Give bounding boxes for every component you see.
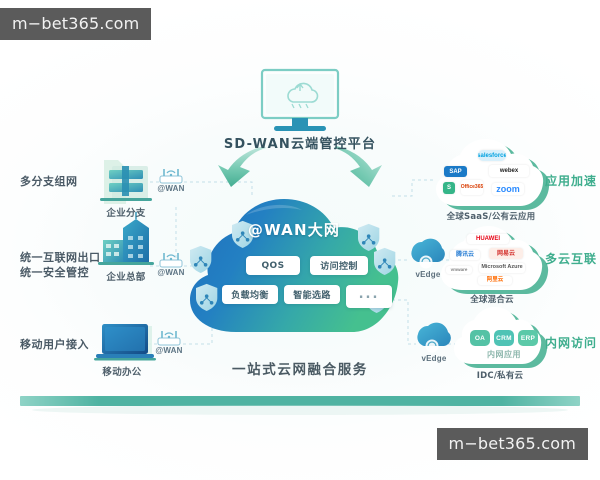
headquarters-building-icon (98, 212, 154, 265)
node-caption-mobile-office: 移动办公 (102, 367, 142, 378)
watermark-bottom-right: m−bet365.com (436, 428, 588, 460)
vedge-node-icon-1 (411, 238, 445, 269)
logo-webex: webex (489, 165, 529, 177)
platform-base-bar (20, 396, 580, 415)
app-badge-crm: CRM (494, 330, 514, 346)
node-caption-branch: 企业分支 (106, 208, 146, 219)
app-badge-erp: ERP (518, 330, 538, 346)
logo-office365: Office365 (461, 180, 483, 195)
cloud-caption-saas: 全球SaaS/公有云应用 (446, 212, 536, 222)
cloud-caption-hybrid: 全球混合云 (470, 295, 514, 305)
logo-salesforce: salesforce (478, 150, 506, 161)
cloud-caption-idc: IDC/私有云 (476, 371, 524, 381)
cloud-tag-load-balance[interactable]: 负载均衡 (222, 285, 278, 304)
sdwan-platform-icon (260, 68, 340, 131)
scenario-label-mobile-access: 移动用户接入 (20, 338, 89, 351)
core-cloud-title: @WAN大网 (247, 221, 341, 239)
platform-to-cloud-arrows (218, 146, 382, 187)
logo-sap: SAP (444, 166, 467, 177)
logo-huawei: HUAWEI (467, 234, 509, 244)
logo-zoom: zoom (492, 183, 524, 195)
logo-slack: S (443, 182, 455, 194)
vedge-label-2: vEdge (421, 354, 447, 363)
logo-aliyun: 阿里云 (478, 276, 512, 285)
bottom-caption: 一站式云网融合服务 (232, 362, 368, 378)
intranet-apps-caption: 内网应用 (487, 350, 521, 359)
cloud-tag-more[interactable]: ... (346, 285, 392, 308)
cloud-tag-smart-routing[interactable]: 智能选路 (284, 285, 340, 304)
scenario-label-unified-security: 统一安全管控 (20, 266, 89, 279)
page-title: SD-WAN云端管控平台 (223, 137, 377, 152)
vedge-node-icon-2 (417, 322, 451, 353)
logo-vmware: vmware (446, 266, 472, 274)
wan-router-icon-1 (159, 169, 183, 184)
scenario-label-unified-exit: 统一互联网出口 (20, 251, 101, 264)
vedge-label-1: vEdge (415, 270, 441, 279)
benefit-label-intranet-access: 内网访问 (545, 336, 598, 350)
wan-router-icon-3 (157, 331, 181, 346)
benefit-label-app-acceleration: 应用加速 (545, 174, 598, 188)
logo-netease-cloud: 网易云 (489, 248, 523, 259)
logo-tencent-cloud: 腾讯云 (450, 250, 480, 260)
app-badge-oa: OA (470, 330, 490, 346)
office-building-icon (100, 160, 152, 204)
cloud-tag-access-control[interactable]: 访问控制 (310, 256, 368, 275)
wan-label-3: @WAN (155, 346, 183, 355)
laptop-icon (94, 324, 156, 361)
wan-label-2: @WAN (157, 268, 185, 277)
wan-router-icon-2 (159, 253, 183, 268)
wan-label-1: @WAN (157, 184, 185, 193)
cloud-tag-qos[interactable]: QOS (246, 256, 300, 275)
scenario-label-multi-branch: 多分支组网 (20, 175, 78, 188)
benefit-label-multicloud: 多云互联 (545, 252, 598, 266)
watermark-top-left: m−bet365.com (0, 8, 152, 40)
node-caption-headquarters: 企业总部 (106, 272, 146, 283)
logo-microsoft-azure: Microsoft Azure (479, 263, 525, 273)
